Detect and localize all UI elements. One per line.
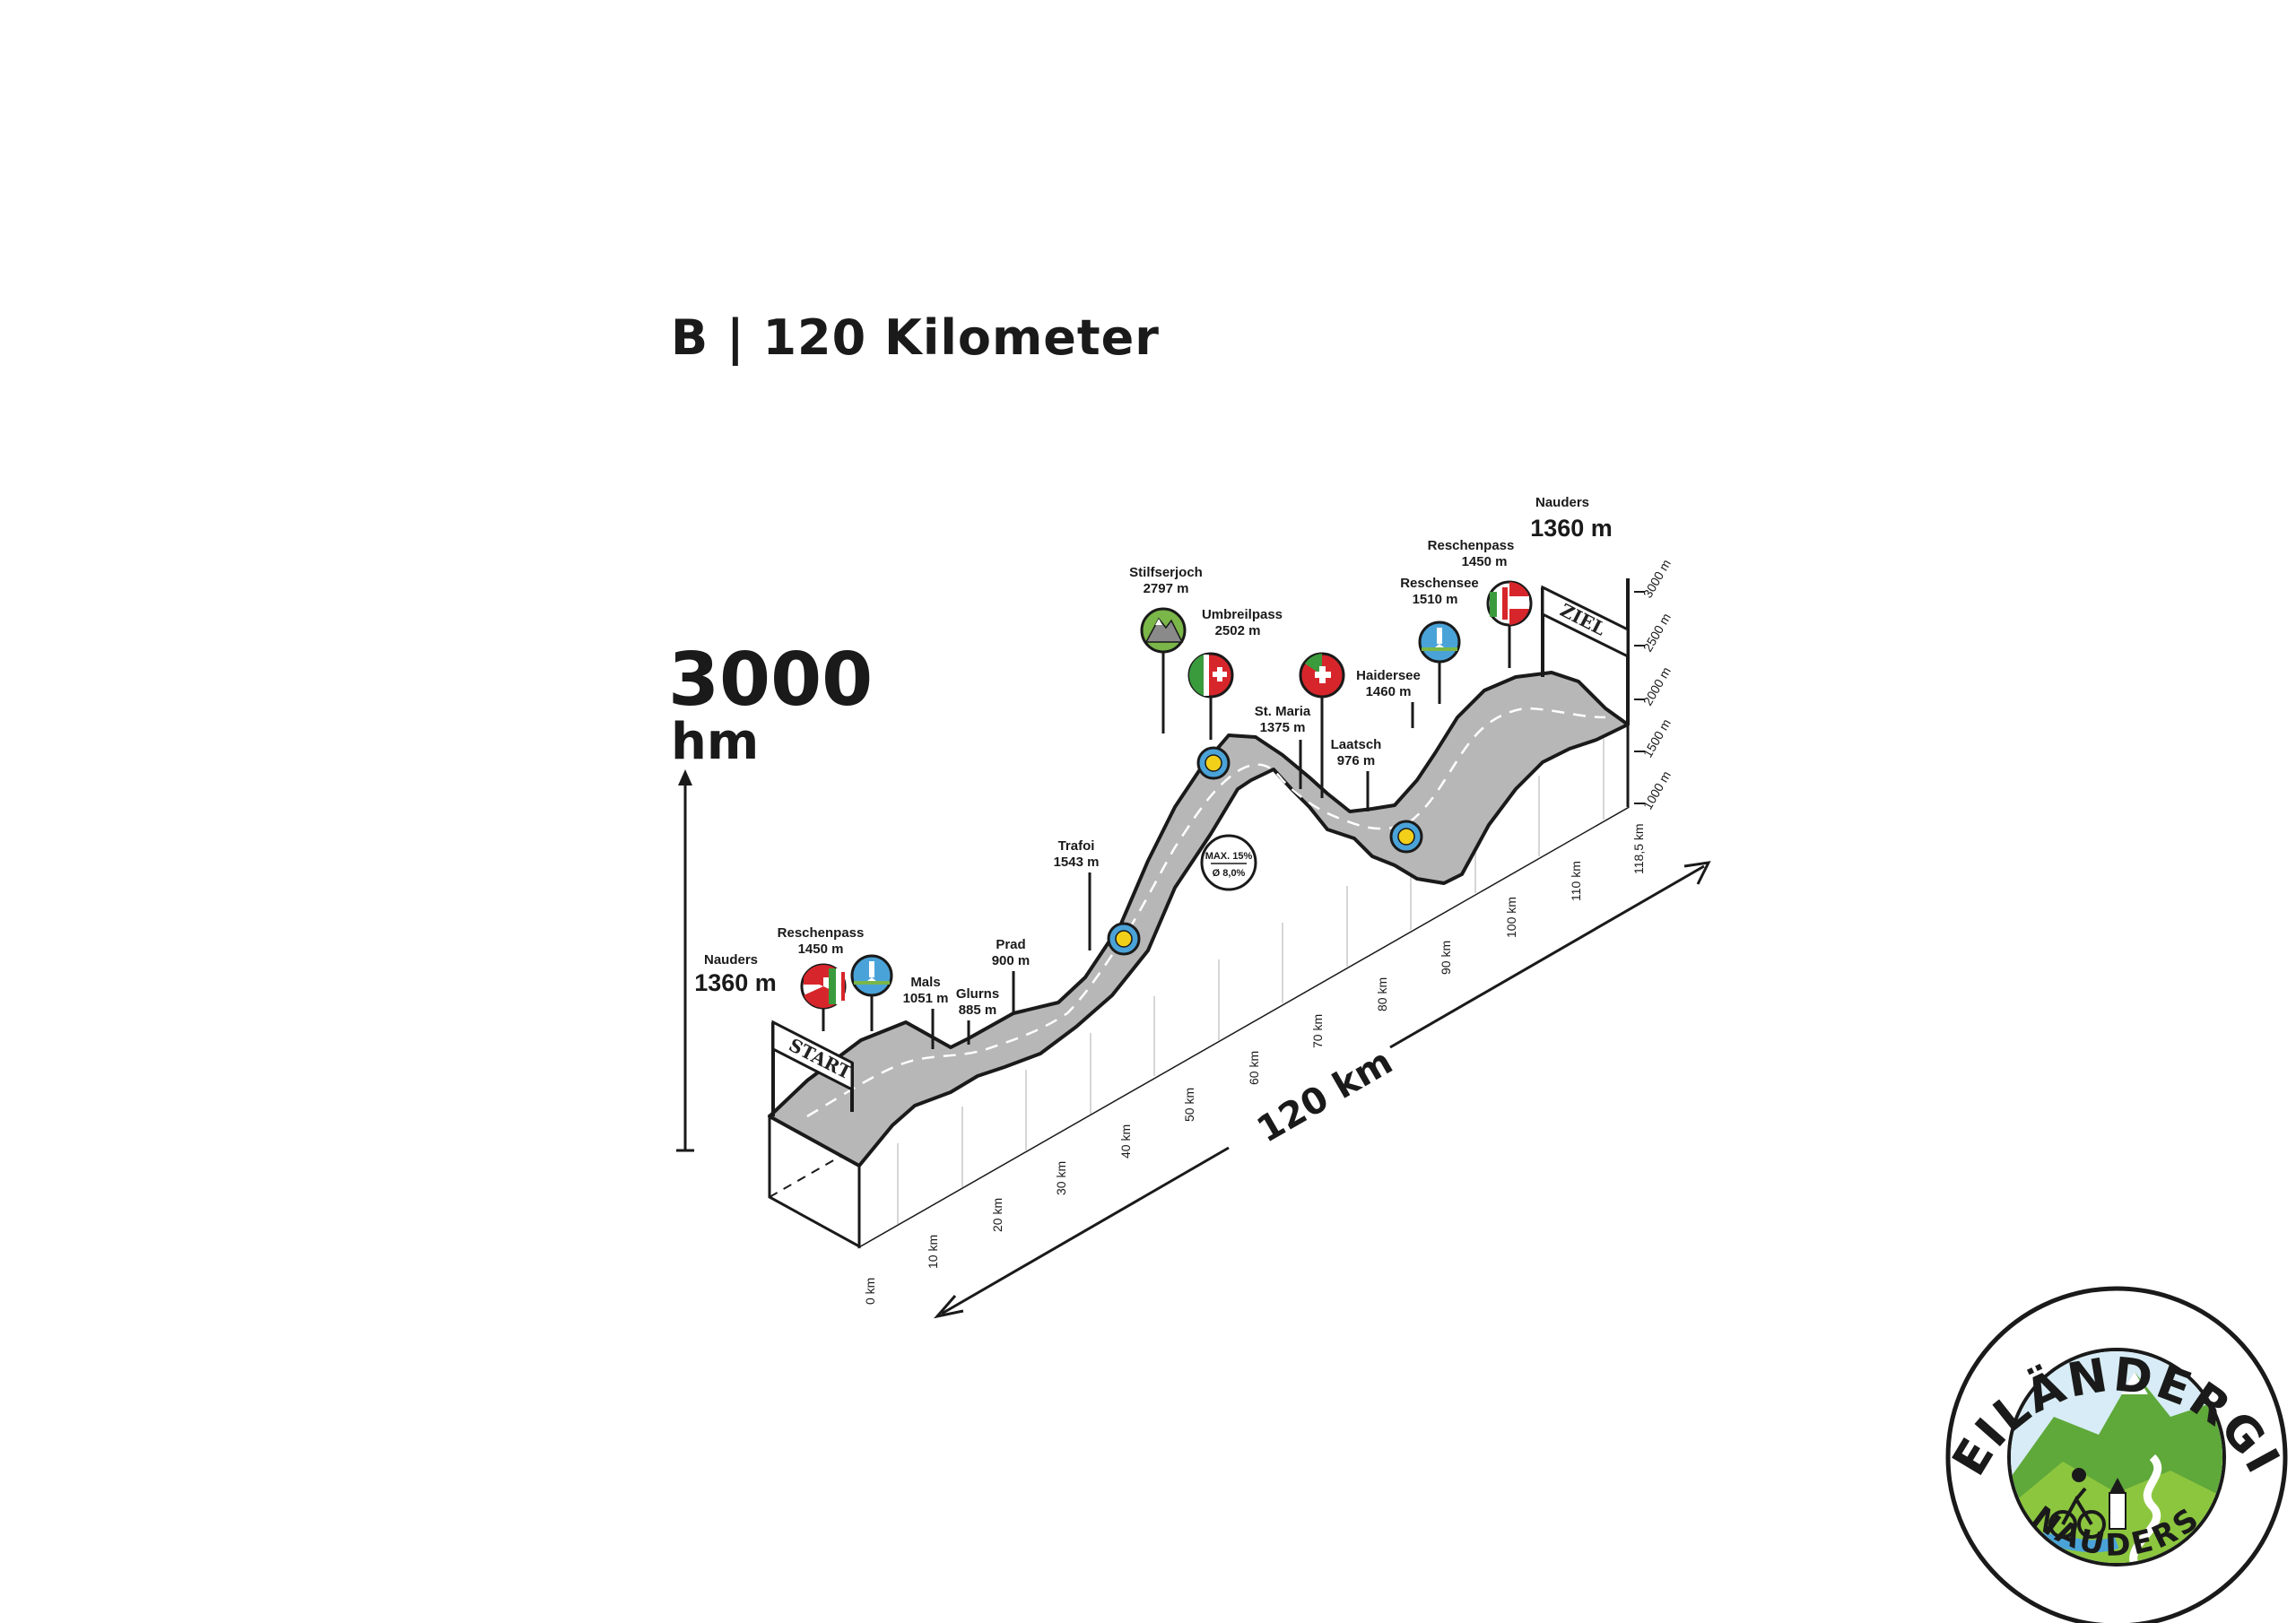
svg-text:Glurns: Glurns (956, 986, 999, 1002)
lake-icon (850, 954, 893, 1031)
svg-text:Trafoi: Trafoi (1058, 838, 1095, 854)
km-tick: 100 km (1504, 897, 1518, 938)
waypoint-laatsch: Laatsch 976 m (1331, 737, 1382, 812)
elevation-total-unit: hm (671, 713, 760, 771)
km-tick: 70 km (1310, 1014, 1325, 1048)
svg-text:Reschenpass: Reschenpass (1428, 538, 1515, 553)
austria-italy-flag-icon (800, 963, 847, 1010)
svg-text:1375 m: 1375 m (1260, 720, 1306, 735)
km-tick: 30 km (1054, 1161, 1068, 1195)
distance-total-label: 120 km (1250, 1041, 1400, 1151)
aid-station-icon (1389, 820, 1423, 854)
svg-text:2502 m: 2502 m (1215, 623, 1261, 638)
svg-text:Prad: Prad (996, 937, 1025, 952)
elevation-total-value: 3000 (668, 638, 874, 723)
km-tick: 50 km (1182, 1088, 1196, 1122)
km-tick: 0 km (863, 1278, 877, 1305)
profile-front-wall (859, 725, 1628, 1246)
svg-text:885 m: 885 m (959, 1002, 997, 1018)
waypoint-umbreilpass: Umbreilpass 2502 m (1187, 607, 1283, 740)
waypoint-stilfserjoch: Stilfserjoch 2797 m (1129, 565, 1203, 733)
elevation-tick: 1500 m (1640, 716, 1674, 759)
elevation-tick: 1000 m (1640, 768, 1674, 812)
svg-text:Nauders: Nauders (704, 952, 758, 968)
swiss-flag-icon (1299, 652, 1345, 798)
km-tick: 110 km (1569, 861, 1583, 901)
waypoints: Nauders 1360 m Reschenpass 1450 m (694, 495, 1613, 1049)
elevation-arrow (676, 769, 694, 1152)
elevation-tick: 2000 m (1640, 664, 1674, 707)
km-tick: 60 km (1247, 1051, 1261, 1085)
svg-text:Laatsch: Laatsch (1331, 737, 1382, 752)
km-tick: 90 km (1439, 941, 1453, 975)
svg-text:Nauders: Nauders (1535, 495, 1589, 510)
svg-text:1450 m: 1450 m (1462, 554, 1508, 569)
aid-station-icon (1107, 922, 1141, 956)
svg-text:Mals: Mals (910, 975, 940, 990)
svg-text:1360 m: 1360 m (1530, 515, 1613, 542)
waypoint-mals: Mals 1051 m (903, 975, 949, 1049)
elevation-axis: 3000 m 2500 m 2000 m 1500 m 1000 m (1634, 557, 1674, 812)
km-tick: 40 km (1118, 1124, 1133, 1159)
svg-text:2797 m: 2797 m (1144, 581, 1189, 596)
italy-austria-flag-icon (1486, 580, 1533, 627)
profile-edges (768, 725, 1630, 1246)
waypoint-reschenpass-start: Reschenpass 1450 m (778, 925, 893, 1031)
svg-text:Haidersee: Haidersee (1356, 668, 1421, 683)
svg-text:976 m: 976 m (1337, 753, 1376, 768)
svg-text:1051 m: 1051 m (903, 991, 949, 1006)
gradient-max: MAX. 15% (1205, 851, 1253, 862)
waypoint-trafoi: Trafoi 1543 m (1054, 838, 1100, 950)
waypoint-reschensee: Reschensee 1510 m (1400, 576, 1479, 704)
svg-text:1460 m: 1460 m (1366, 684, 1412, 699)
waypoint-haidersee: Haidersee 1460 m (1356, 668, 1421, 728)
km-axis: 0 km 10 km 20 km 30 km 40 km 50 km 60 km… (863, 823, 1646, 1305)
svg-text:1510 m: 1510 m (1413, 592, 1458, 607)
svg-text:Umbreilpass: Umbreilpass (1202, 607, 1283, 622)
waypoint-st-maria: St. Maria 1375 m (1255, 652, 1345, 798)
profile-road-surface (768, 671, 1630, 1167)
svg-text:900 m: 900 m (992, 953, 1031, 968)
waypoint-nauders-finish: Nauders 1360 m (1530, 495, 1613, 542)
waypoint-reschenpass-end: Reschenpass 1450 m (1428, 538, 1533, 668)
gradient-avg: Ø 8,0% (1213, 868, 1246, 879)
svg-text:1450 m: 1450 m (798, 942, 844, 957)
lake-icon (1418, 621, 1461, 664)
italy-swiss-flag-icon (1187, 652, 1234, 699)
km-tick: 10 km (926, 1235, 940, 1269)
gradient-badge: MAX. 15% Ø 8,0% (1200, 834, 1257, 891)
waypoint-nauders-start: Nauders 1360 m (694, 952, 777, 996)
svg-text:Stilfserjoch: Stilfserjoch (1129, 565, 1203, 580)
km-tick: 80 km (1375, 977, 1389, 1011)
svg-text:Reschenpass: Reschenpass (778, 925, 865, 941)
waypoint-prad: Prad 900 m (992, 937, 1031, 1013)
svg-text:Reschensee: Reschensee (1400, 576, 1479, 591)
logo-arc-text: DREILÄNDERGIRO (0, 0, 2288, 1485)
svg-text:1360 m: 1360 m (694, 969, 777, 996)
km-tick: 118,5 km (1631, 823, 1646, 874)
svg-text:1543 m: 1543 m (1054, 855, 1100, 870)
elevation-tick: 2500 m (1640, 611, 1674, 654)
aid-stations (1107, 746, 1423, 956)
mountain-icon (1140, 607, 1187, 654)
page-title: B | 120 Kilometer (671, 309, 1160, 366)
waypoint-glurns: Glurns 885 m (956, 986, 999, 1045)
svg-text:St. Maria: St. Maria (1255, 704, 1311, 719)
km-tick: 20 km (990, 1198, 1004, 1232)
elevation-tick: 3000 m (1640, 557, 1674, 600)
aid-station-icon (1196, 746, 1231, 780)
